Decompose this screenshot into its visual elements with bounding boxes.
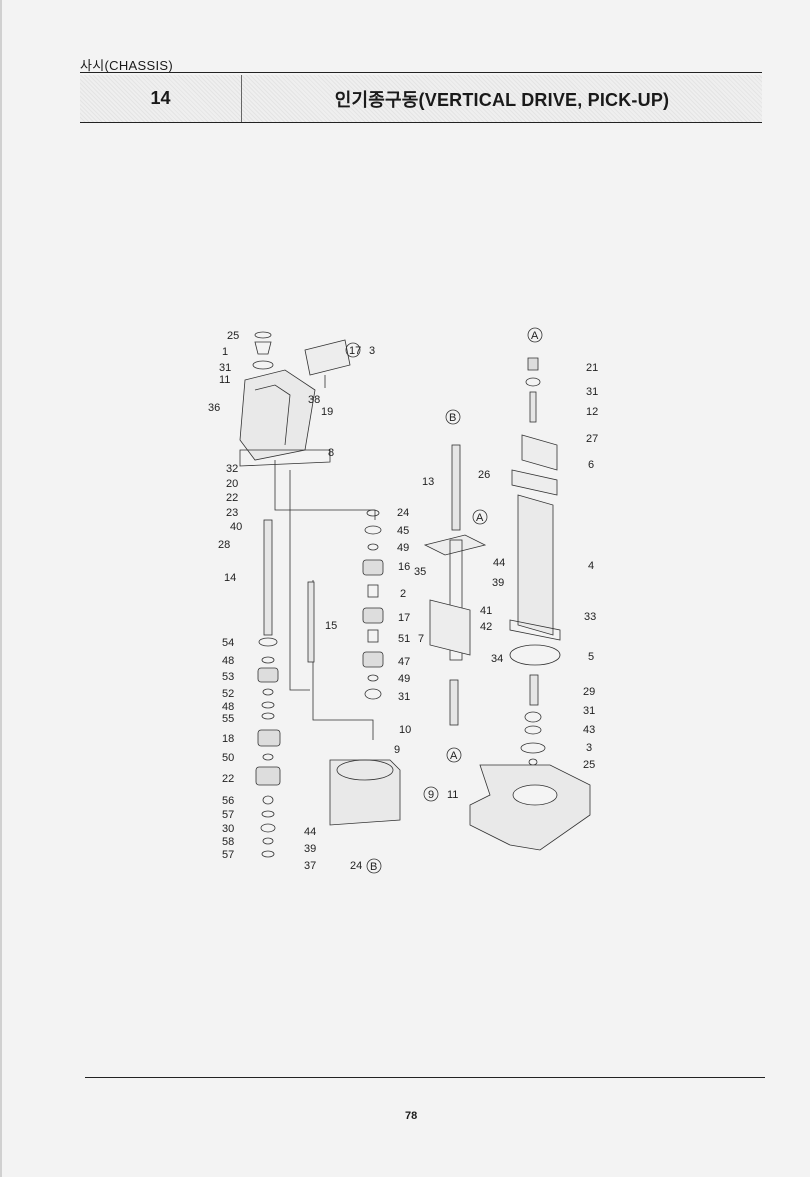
ref-b-top: B	[449, 412, 456, 424]
callout-45: 45	[397, 525, 409, 537]
ref-a-top: A	[531, 330, 539, 342]
callout-12: 12	[586, 406, 598, 418]
callout-1: 1	[222, 346, 228, 358]
callout-22: 22	[226, 492, 238, 504]
callout-31: 31	[219, 362, 231, 374]
callout-27: 27	[586, 433, 598, 445]
page-edge-shadow	[0, 0, 2, 1177]
page-number: 78	[405, 1110, 418, 1122]
callout-15: 15	[325, 620, 337, 632]
callout-2: 2	[400, 588, 406, 600]
callout-35: 35	[414, 566, 426, 578]
exploded-parts-diagram: 25 1 31 11 36 32 20 22 23 40 28 14 54 48…	[208, 327, 598, 874]
callout-5: 5	[588, 651, 594, 663]
callout-29: 29	[583, 686, 595, 698]
page-title: 인기종구동(VERTICAL DRIVE, PICK-UP)	[334, 89, 670, 110]
callout-32: 32	[226, 463, 238, 475]
callout-42: 42	[480, 621, 492, 633]
callout-3: 3	[369, 345, 375, 357]
callout-31c: 31	[586, 386, 598, 398]
callout-37: 37	[304, 860, 316, 872]
callout-31d: 31	[583, 705, 595, 717]
ref-b-bottom: B	[370, 861, 377, 873]
callout-38: 38	[308, 394, 320, 406]
callout-13: 13	[422, 476, 434, 488]
header-top-rule	[80, 72, 762, 73]
chapter-number: 14	[80, 75, 242, 122]
ref-a-mid: A	[476, 512, 484, 524]
callout-52: 52	[222, 688, 234, 700]
callout-24: 24	[397, 507, 409, 519]
callout-7: 7	[418, 633, 424, 645]
callout-26: 26	[478, 469, 490, 481]
callout-39: 39	[304, 843, 316, 855]
callout-47: 47	[398, 656, 410, 668]
callout-23: 23	[226, 507, 238, 519]
callout-8: 8	[328, 447, 334, 459]
callout-9: 9	[394, 744, 400, 756]
callout-3b: 3	[586, 742, 592, 754]
callout-57: 57	[222, 809, 234, 821]
section-label: 사시(CHASSIS)	[80, 58, 173, 73]
callout-14: 14	[224, 572, 236, 584]
ref-a-bottom: A	[450, 750, 458, 762]
callout-48: 48	[222, 655, 234, 667]
callout-56: 56	[222, 795, 234, 807]
callout-19: 19	[321, 406, 333, 418]
callout-50: 50	[222, 752, 234, 764]
callout-36: 36	[208, 402, 220, 414]
callout-16: 16	[398, 561, 410, 573]
callout-28: 28	[218, 539, 230, 551]
callout-9b: 9	[428, 789, 434, 801]
callout-48b: 48	[222, 701, 234, 713]
callout-6: 6	[588, 459, 594, 471]
callout-39b: 39	[492, 577, 504, 589]
callout-31b: 31	[398, 691, 410, 703]
callout-49: 49	[397, 542, 409, 554]
callout-34: 34	[491, 653, 503, 665]
callout-25: 25	[227, 330, 239, 342]
callout-43: 43	[583, 724, 595, 736]
callout-11: 11	[219, 374, 230, 386]
callout-25b: 25	[583, 759, 595, 771]
callout-33: 33	[584, 611, 596, 623]
callout-44b: 44	[493, 557, 505, 569]
callout-44: 44	[304, 826, 316, 838]
callout-20: 20	[226, 478, 238, 490]
callout-54: 54	[222, 637, 234, 649]
callout-41: 41	[480, 605, 492, 617]
callout-18: 18	[222, 733, 234, 745]
header-box: 14 인기종구동(VERTICAL DRIVE, PICK-UP)	[80, 75, 762, 123]
callout-17b: 17	[398, 612, 410, 624]
footer-rule	[85, 1077, 765, 1078]
callout-57b: 57	[222, 849, 234, 861]
callout-17: 17	[349, 345, 361, 357]
callout-51: 51	[398, 633, 410, 645]
callout-49b: 49	[398, 673, 410, 685]
callout-58: 58	[222, 836, 234, 848]
callout-30: 30	[222, 823, 234, 835]
callout-55: 55	[222, 713, 234, 725]
callout-4: 4	[588, 560, 594, 572]
callout-53: 53	[222, 671, 234, 683]
callout-21: 21	[586, 362, 598, 374]
callout-24b: 24	[350, 860, 362, 872]
callout-40: 40	[230, 521, 242, 533]
callout-10: 10	[399, 724, 411, 736]
callout-11b: 11	[447, 789, 458, 801]
callout-22b: 22	[222, 773, 234, 785]
